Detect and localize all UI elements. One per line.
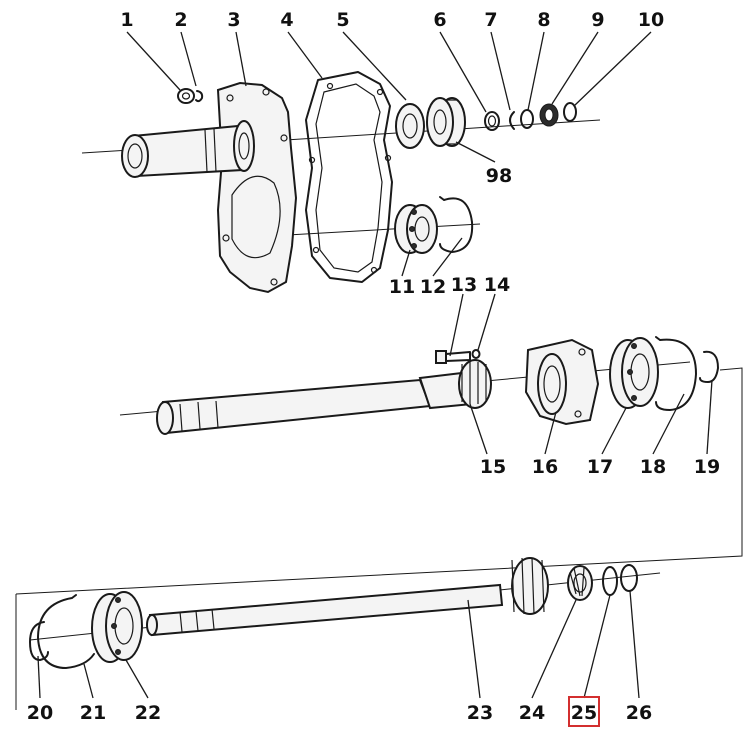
callout-19: 19 xyxy=(694,456,720,478)
part-10-ring xyxy=(563,102,577,122)
part-7-circlip xyxy=(509,111,515,130)
part-23-shaft xyxy=(146,557,549,637)
part-20-circlip xyxy=(29,621,49,661)
callout-3: 3 xyxy=(227,9,240,31)
callout-22: 22 xyxy=(135,702,161,724)
leader-lines xyxy=(37,31,713,699)
part-3-housing xyxy=(121,81,298,294)
callout-25-highlight-box xyxy=(568,696,600,727)
middle-assembly xyxy=(119,336,719,435)
callout-20: 20 xyxy=(27,702,53,724)
callout-18: 18 xyxy=(640,456,666,478)
callout-11: 11 xyxy=(389,276,415,298)
part-26-ring xyxy=(620,564,638,592)
callout-6: 6 xyxy=(433,9,446,31)
part-24-needle-bearing xyxy=(567,565,593,601)
part-22-bearing xyxy=(91,591,143,663)
callout-16: 16 xyxy=(532,456,558,478)
callout-12: 12 xyxy=(420,276,446,298)
part-13-bolt xyxy=(435,350,471,364)
callout-1: 1 xyxy=(120,9,133,31)
part-21-circlip xyxy=(37,594,95,669)
callout-23: 23 xyxy=(467,702,493,724)
callout-labels: 1 2 3 4 5 6 7 8 9 10 98 11 12 13 14 15 1… xyxy=(27,9,720,724)
callout-7: 7 xyxy=(484,9,497,31)
callout-4: 4 xyxy=(280,9,293,31)
callout-13: 13 xyxy=(451,274,477,296)
part-9-needle-bearing xyxy=(539,103,559,127)
part-8-washer xyxy=(520,109,534,129)
part-1-nut xyxy=(177,88,195,104)
callout-26: 26 xyxy=(626,702,652,724)
part-15-shaft xyxy=(156,359,492,435)
part-4-gasket xyxy=(305,71,393,283)
bottom-assembly xyxy=(15,367,743,710)
callout-2: 2 xyxy=(174,9,187,31)
callout-24: 24 xyxy=(519,702,545,724)
callout-15: 15 xyxy=(480,456,506,478)
part-6-ring xyxy=(484,111,500,131)
callout-5: 5 xyxy=(336,9,349,31)
callout-8: 8 xyxy=(537,9,550,31)
part-98-seal-carrier xyxy=(426,97,466,147)
callout-98: 98 xyxy=(486,165,512,187)
callout-9: 9 xyxy=(591,9,604,31)
part-14-washer xyxy=(471,349,481,359)
callout-14: 14 xyxy=(484,274,510,296)
part-12-circlip xyxy=(439,196,474,253)
part-16-bearing-housing xyxy=(524,338,600,426)
part-2-washer xyxy=(195,90,204,103)
top-assembly xyxy=(81,71,601,294)
part-17-bearing xyxy=(609,337,659,409)
part-19-circlip xyxy=(699,350,719,383)
part-11-ball-bearing xyxy=(394,204,438,254)
callout-10: 10 xyxy=(638,9,664,31)
part-25-ring xyxy=(602,566,618,596)
callout-25: 25 xyxy=(571,702,597,724)
part-5-seal xyxy=(395,103,425,149)
callout-21: 21 xyxy=(80,702,106,724)
callout-17: 17 xyxy=(587,456,613,478)
part-18-circlip xyxy=(655,336,697,411)
